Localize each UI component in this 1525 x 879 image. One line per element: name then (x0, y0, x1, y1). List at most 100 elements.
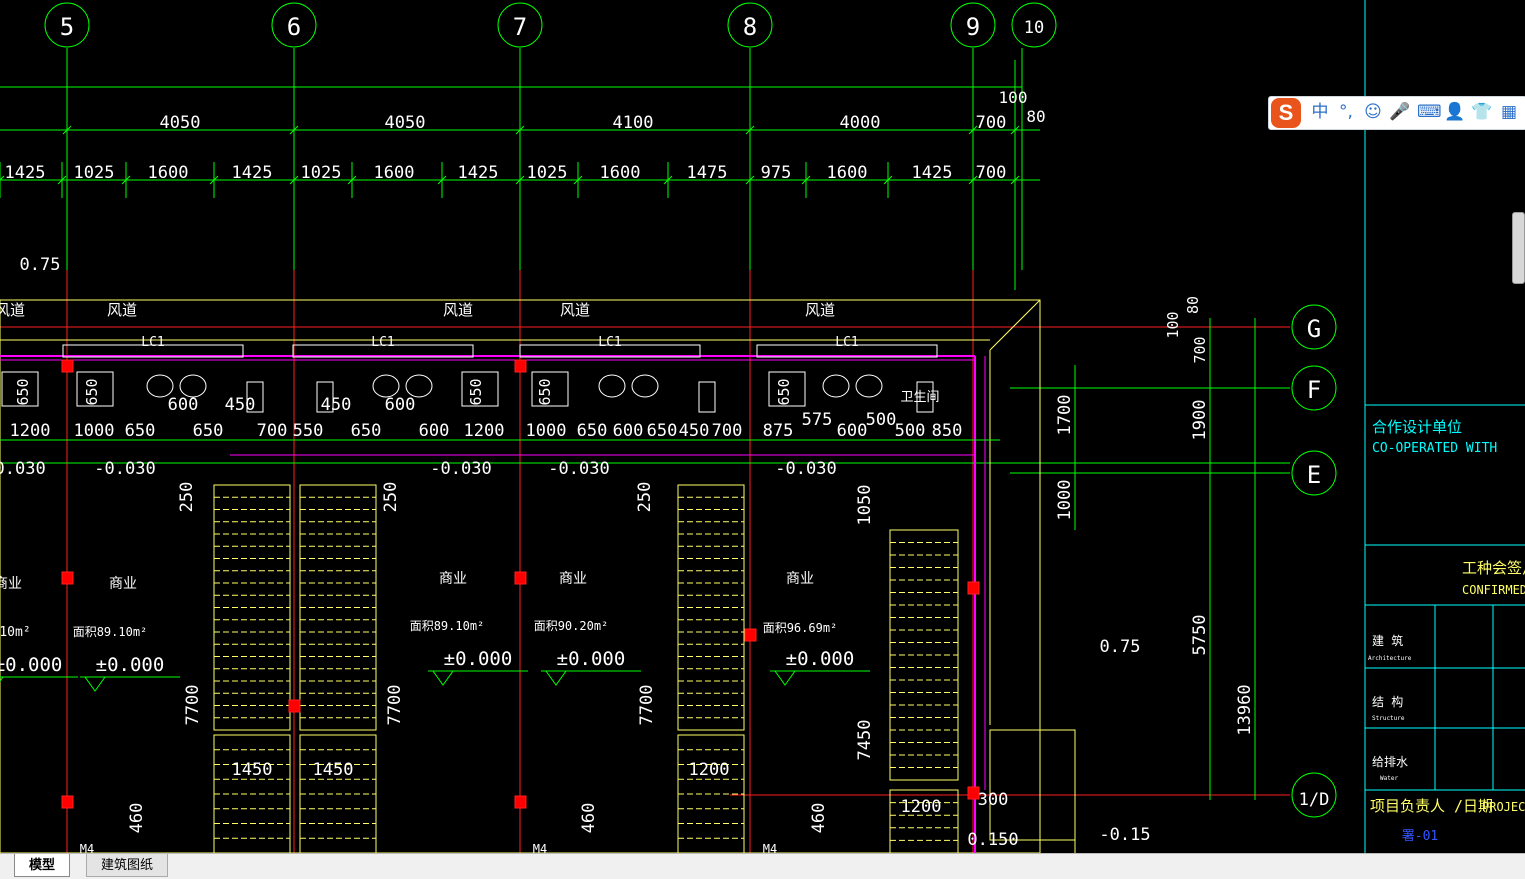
dim-room-row: 1000 (74, 421, 115, 441)
column-marker (288, 699, 301, 713)
dim-room-row: 600 (613, 421, 644, 441)
duct-label: 风道 (805, 301, 835, 319)
sink-icon (405, 374, 433, 398)
sogou-logo-icon[interactable]: S (1271, 98, 1301, 128)
axis-bubble (1011, 2, 1057, 48)
dim-top-100: 100 (999, 88, 1028, 107)
elev-zero: ±0.000 (557, 648, 626, 670)
sink-icon (598, 374, 626, 398)
dim-top-detail: 1025 (527, 163, 568, 183)
dim-tick (1010, 125, 1020, 135)
dim-right-13960: 13960 (1235, 684, 1255, 735)
toilet-icon (916, 381, 934, 413)
toilet-label: 卫生间 (900, 390, 939, 405)
area-label: 面积90.20m² (534, 619, 609, 633)
dim-room-row: 1200 (10, 421, 51, 441)
dim-tick (515, 175, 525, 185)
dim-room-row: 600 (837, 421, 868, 441)
dim-top-detail: 1425 (458, 163, 499, 183)
duct-box (76, 371, 114, 407)
ime-voice-icon[interactable]: 🎤 (1389, 102, 1411, 122)
axis-label-G: G (1307, 315, 1321, 343)
dim-sink-row: 600 (385, 395, 416, 415)
dim-tick (62, 125, 72, 135)
dim-room-row: 450 (679, 421, 710, 441)
axis-label-9: 9 (966, 13, 980, 41)
ime-skin-icon[interactable]: 👕 (1471, 102, 1493, 122)
ime-toolbox-icon[interactable]: ▦ (1500, 102, 1518, 122)
dim-top-overall: 4050 (385, 113, 426, 133)
axis-label-8: 8 (743, 13, 757, 41)
dim-stair-1450: 1450 (313, 760, 354, 780)
sink-icon (146, 374, 174, 398)
column-marker (514, 571, 527, 585)
elev-neg: -0.030 (94, 459, 155, 479)
area-label: 面积89.10m² (73, 625, 148, 639)
dim-top-detail: 1600 (827, 163, 868, 183)
toilet-icon (698, 381, 716, 413)
dim-sink-row: 600 (168, 395, 199, 415)
shop-label: 商业 (0, 576, 22, 592)
area-label: 面积96.69m² (763, 621, 838, 635)
ime-user-icon[interactable]: 👤 (1444, 102, 1466, 122)
dim-sink-row: 650 (775, 378, 793, 405)
window-label: LC1 (371, 335, 394, 350)
dim-room-row: 650 (647, 421, 678, 441)
dim-room-row: 700 (257, 421, 288, 441)
duct-box (768, 371, 806, 407)
dim-room-row: 700 (712, 421, 743, 441)
ime-keyboard-icon[interactable]: ⌨ (1417, 102, 1442, 122)
dim-right-80: 80 (1184, 296, 1202, 314)
ime-toolbar[interactable]: S 中 °, ☺ 🎤 ⌨ 👤 👕 ▦ (1268, 96, 1525, 130)
title-struct-en: Structure (1372, 715, 1405, 722)
dim-stair-250: 250 (381, 482, 401, 513)
dim-room-row: 1200 (464, 421, 505, 441)
duct-label: 风道 (560, 301, 590, 319)
dim-tick (1010, 175, 1020, 185)
sink-icon (372, 374, 400, 398)
duct-label: 风道 (0, 301, 25, 319)
dim-room-row: 600 (419, 421, 450, 441)
dim-stair-7450: 7450 (855, 720, 875, 761)
elev-neg15: -0.15 (1099, 825, 1150, 845)
dim-tick (883, 175, 893, 185)
elev-neg: -0.030 (775, 459, 836, 479)
axis-label-1/D: 1/D (1299, 790, 1330, 810)
dim-right-1900: 1900 (1190, 400, 1210, 441)
axis-bubble (727, 2, 773, 48)
duct-box (1, 371, 39, 407)
dim-room-row: 850 (932, 421, 963, 441)
dim-right-700: 700 (1191, 336, 1209, 363)
elev-zero: ±0.000 (444, 648, 513, 670)
dim-stair-7700: 7700 (385, 685, 405, 726)
title-water-cn: 给排水 (1372, 755, 1408, 769)
axis-bubble (1291, 365, 1337, 411)
vertical-scrollbar-thumb[interactable] (1512, 212, 1525, 284)
dim-sink-row: 650 (14, 378, 32, 405)
dim-460: 460 (127, 803, 147, 834)
title-cooperate-en: CO-OPERATED WITH (1372, 441, 1497, 456)
dim-tick (663, 175, 673, 185)
tab-model[interactable]: 模型 (14, 854, 71, 877)
axis-label-10: 10 (1024, 18, 1044, 38)
ime-chinese-mode-button[interactable]: 中 (1311, 102, 1329, 122)
shop-label: 商业 (786, 571, 814, 587)
dim-tick (745, 125, 755, 135)
ime-punctuation-button[interactable]: °, (1339, 102, 1353, 122)
column-marker (967, 786, 980, 800)
tab-architecture-drawing[interactable]: 建筑图纸 (86, 854, 169, 877)
dim-tick (801, 175, 811, 185)
dim-top-detail: 975 (761, 163, 792, 183)
dim-stair-1200: 1200 (689, 760, 730, 780)
elev-zero: ±0.000 (96, 654, 165, 676)
elev-075: 0.75 (20, 255, 61, 275)
dim-tick (0, 175, 5, 181)
toilet-icon (246, 381, 264, 413)
ime-emoji-icon[interactable]: ☺ (1364, 102, 1382, 122)
area-label: 10m² (0, 625, 31, 640)
axis-label-F: F (1307, 376, 1321, 404)
sink-icon (822, 374, 850, 398)
door-label: M4 (763, 842, 777, 853)
dim-room-row: 650 (193, 421, 224, 441)
